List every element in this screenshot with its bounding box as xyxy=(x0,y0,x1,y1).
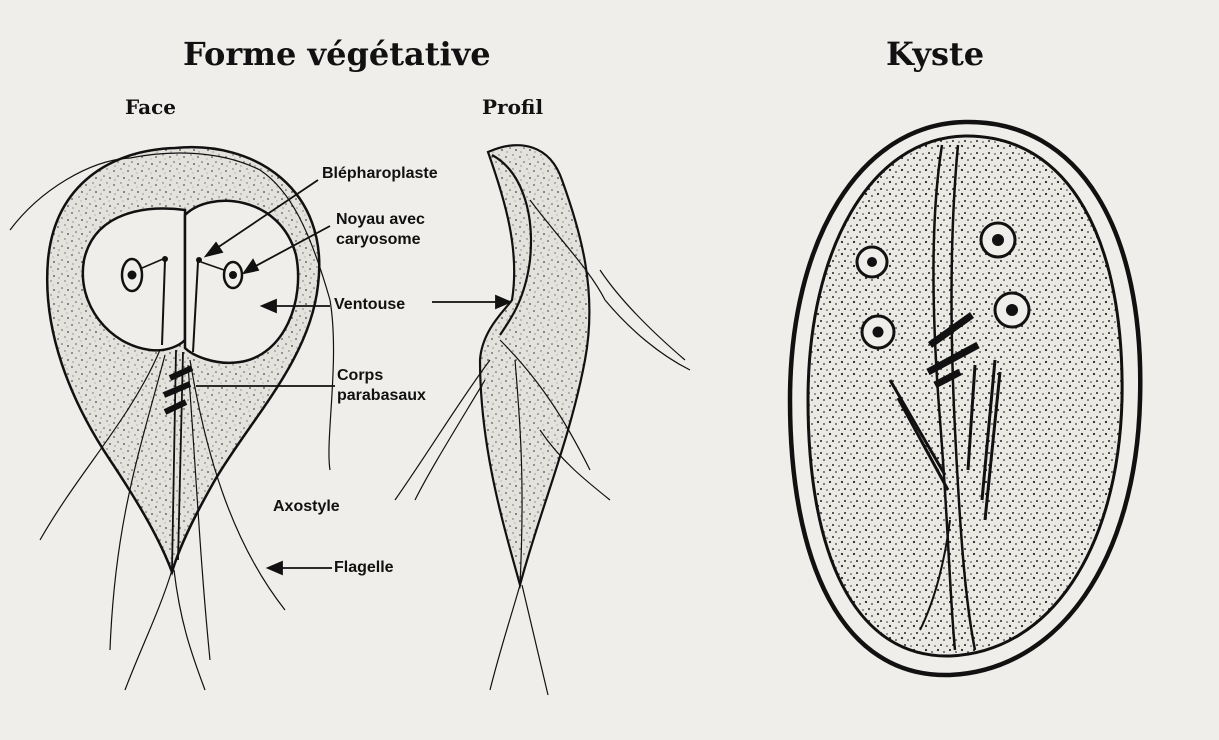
nucleus-label-line2: caryosome xyxy=(336,231,421,249)
cyst-drawing xyxy=(790,122,1140,675)
parabasal-label-line2: parabasaux xyxy=(337,387,426,405)
cyst-title: Kyste xyxy=(886,37,984,72)
face-view-label: Face xyxy=(125,96,176,118)
axostyle-label: Axostyle xyxy=(273,498,340,516)
profile-view-drawing xyxy=(395,145,690,695)
blepharoplast-label: Blépharoplaste xyxy=(322,165,438,183)
face-view-drawing xyxy=(10,147,334,690)
flagellum-label: Flagelle xyxy=(334,559,394,577)
profile-body-outline xyxy=(480,145,589,585)
sucker-label: Ventouse xyxy=(334,296,405,314)
profile-view-label: Profil xyxy=(482,96,543,118)
vegetative-form-title: Forme végétative xyxy=(183,37,491,72)
parabasal-label-line1: Corps xyxy=(337,367,383,385)
nucleus-label-line1: Noyau avec xyxy=(336,211,425,229)
